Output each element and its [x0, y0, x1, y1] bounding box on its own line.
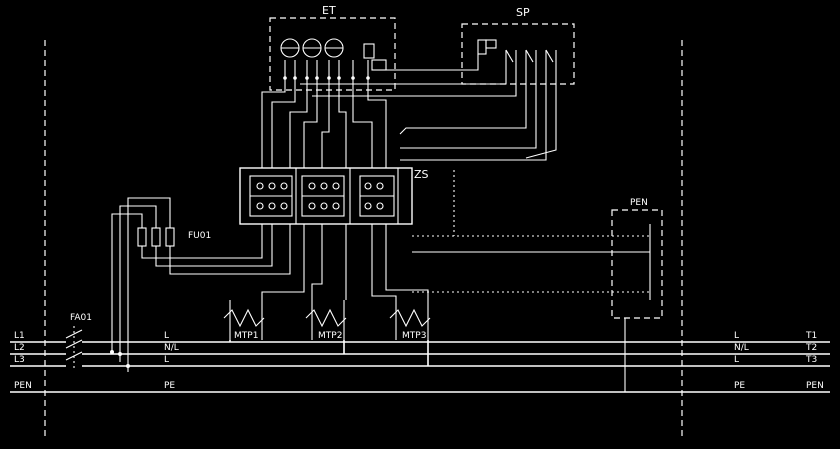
zs-terminal-block: ZS	[239, 167, 429, 225]
mtp2-label: MTP2	[318, 331, 342, 341]
right-label-pen: PEN	[806, 381, 824, 391]
bus-mark-l1-left: L	[164, 331, 169, 341]
right-label-t3: T3	[805, 355, 817, 365]
bus-mark-pen-right: PE	[734, 381, 745, 391]
mtp3-label: MTP3	[402, 331, 426, 341]
bus-mark-l3-right: L	[734, 355, 739, 365]
right-labels: T1 T2 T3 PEN L N/L L PE	[734, 331, 824, 391]
fa01-switch: FA01	[65, 313, 92, 370]
fu01-label: FU01	[188, 231, 211, 241]
left-label-pen: PEN	[14, 381, 32, 391]
left-label-l2: L2	[14, 343, 25, 353]
sp-label: SP	[516, 6, 530, 19]
sp-unit: SP	[461, 6, 575, 85]
mtp-relays: MTP1 MTP2 MTP3	[223, 224, 431, 341]
fu01-fuses: FU01	[111, 197, 291, 372]
et-unit: ET	[269, 4, 396, 91]
bus-mark-l2-right: N/L	[734, 343, 749, 353]
boundary-lines	[44, 40, 683, 440]
right-label-t2: T2	[805, 343, 817, 353]
bus-mark-l3-left: L	[164, 355, 169, 365]
bus-junctions	[110, 350, 130, 368]
bus-mark-l2-left: N/L	[164, 343, 179, 353]
main-bus	[10, 340, 830, 393]
et-label: ET	[322, 4, 336, 17]
zs-label: ZS	[414, 168, 429, 181]
et-to-zs-wiring	[261, 78, 387, 168]
left-labels: L1 L2 L3 PEN L N/L L PE	[14, 331, 179, 391]
fa01-label: FA01	[70, 313, 92, 323]
mtp1-label: MTP1	[234, 331, 258, 341]
left-label-l3: L3	[14, 355, 25, 365]
et-to-sp-wiring	[300, 54, 557, 161]
bus-mark-l1-right: L	[734, 331, 739, 341]
left-label-l1: L1	[14, 331, 25, 341]
right-label-t1: T1	[805, 331, 817, 341]
bus-mark-pen-left: PE	[164, 381, 175, 391]
pen-box-label: PEN	[630, 198, 648, 208]
pen-box: PEN	[412, 170, 663, 392]
